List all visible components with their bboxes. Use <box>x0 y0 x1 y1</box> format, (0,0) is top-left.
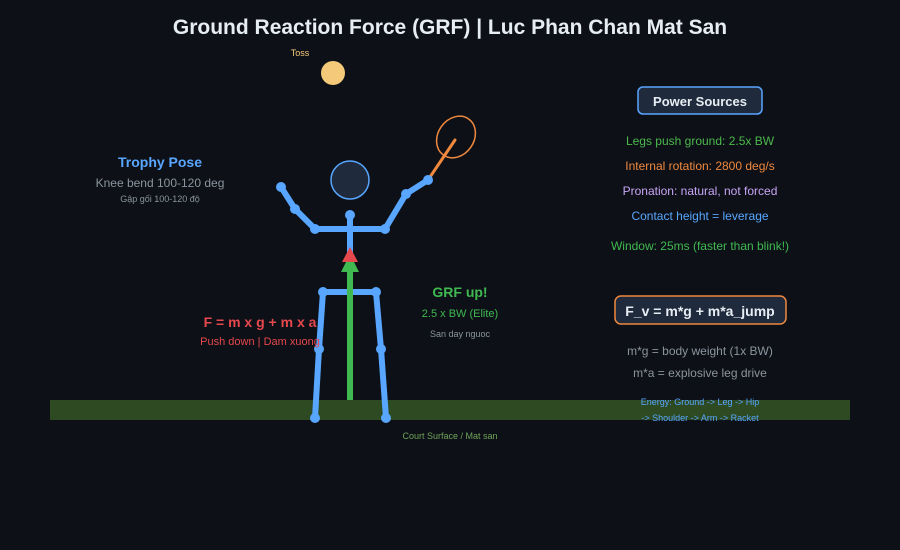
grf-caption: San day nguoc <box>430 329 491 339</box>
racket-handle <box>426 138 457 182</box>
racket-head <box>435 115 477 159</box>
push-down-arrow <box>342 247 358 262</box>
grf-value: 2.5 x BW (Elite) <box>422 308 498 320</box>
window-note: Window: 25ms (faster than blink!) <box>611 239 789 253</box>
figure-joints <box>276 175 433 423</box>
energy-chain-2: -> Shoulder -> Arm -> Racket <box>641 413 759 423</box>
power-source-item: Internal rotation: 2800 deg/s <box>625 159 774 173</box>
trophy-heading: Trophy Pose <box>118 154 202 170</box>
court-label: Court Surface / Mat san <box>402 431 497 441</box>
page-title: Ground Reaction Force (GRF) | Luc Phan C… <box>173 16 727 39</box>
force-caption: Push down | Dam xuong <box>200 336 320 348</box>
energy-chain-1: Energy: Ground -> Leg -> Hip <box>641 397 760 407</box>
power-source-item: Legs push ground: 2.5x BW <box>626 134 775 148</box>
fv-line-2: m*a = explosive leg drive <box>633 366 767 380</box>
trophy-line-1: Knee bend 100-120 deg <box>96 176 225 190</box>
player-head <box>330 160 370 200</box>
grf-heading: GRF up! <box>432 284 487 300</box>
trophy-line-2: Gập gối 100-120 độ <box>120 194 200 204</box>
force-formula: F = m x g + m x a <box>204 314 317 330</box>
fv-formula-box <box>614 295 787 325</box>
tennis-ball <box>321 61 345 85</box>
power-sources-box <box>637 86 763 115</box>
grf-arrow <box>341 254 359 400</box>
power-sources-heading: Power Sources <box>653 94 747 109</box>
power-source-item: Contact height = leverage <box>631 209 768 223</box>
fv-line-1: m*g = body weight (1x BW) <box>627 344 773 358</box>
court-surface <box>50 400 850 420</box>
power-source-item: Pronation: natural, not forced <box>623 184 778 198</box>
fv-formula: F_v = m*g + m*a_jump <box>625 303 774 319</box>
toss-label: Toss <box>291 48 310 58</box>
